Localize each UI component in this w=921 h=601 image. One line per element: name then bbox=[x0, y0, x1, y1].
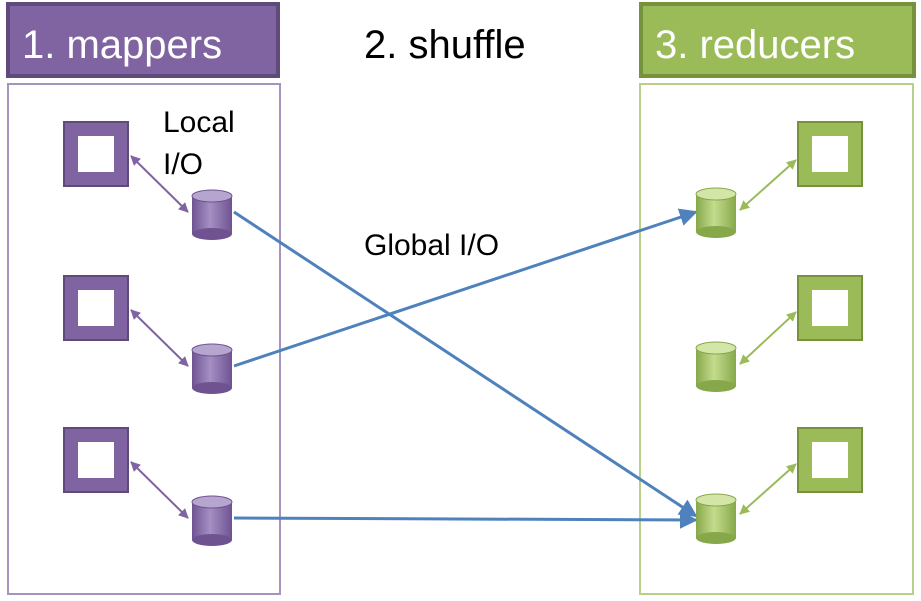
square-icon bbox=[797, 275, 863, 341]
square-icon bbox=[63, 427, 129, 493]
shuffle-arrow-m1-r3 bbox=[233, 210, 698, 518]
square-icon bbox=[797, 427, 863, 493]
square-icon bbox=[797, 121, 863, 187]
mapper-task-2 bbox=[63, 275, 233, 394]
cylinder-icon bbox=[695, 187, 737, 238]
global-io-label: Global I/O bbox=[364, 229, 499, 262]
cylinder-icon bbox=[191, 189, 233, 240]
shuffle-arrow-m3-r3 bbox=[233, 510, 698, 529]
square-icon bbox=[63, 121, 129, 187]
reducer-task-1 bbox=[695, 121, 863, 238]
local-io-arrow bbox=[739, 463, 797, 515]
shuffle-header-label: 2. shuffle bbox=[364, 23, 526, 67]
mappers-header: 1. mappers bbox=[6, 2, 280, 78]
reducer-task-3 bbox=[695, 427, 863, 544]
square-icon bbox=[63, 275, 129, 341]
local-io-arrow bbox=[739, 159, 797, 211]
reducer-task-2 bbox=[695, 275, 863, 392]
reducers-panel bbox=[639, 83, 914, 595]
mappers-header-label: 1. mappers bbox=[22, 23, 222, 67]
local-io-label-line2: I/O bbox=[163, 148, 203, 181]
cylinder-icon bbox=[695, 341, 737, 392]
local-io-arrow bbox=[130, 309, 189, 367]
local-io-arrow bbox=[130, 461, 189, 519]
local-io-arrow bbox=[739, 311, 797, 365]
local-io-label-line1: Local bbox=[163, 106, 235, 139]
local-io-arrow bbox=[130, 155, 189, 213]
global-io-arrows bbox=[233, 208, 698, 529]
cylinder-icon bbox=[191, 495, 233, 546]
reducers-header: 3. reducers bbox=[639, 2, 916, 78]
mappers-panel bbox=[7, 83, 281, 595]
cylinder-icon bbox=[695, 493, 737, 544]
mapper-task-1 bbox=[63, 121, 233, 240]
cylinder-icon bbox=[191, 343, 233, 394]
mapper-task-3 bbox=[63, 427, 233, 546]
reducers-header-label: 3. reducers bbox=[655, 23, 855, 67]
shuffle-arrow-m2-r1 bbox=[233, 208, 698, 368]
